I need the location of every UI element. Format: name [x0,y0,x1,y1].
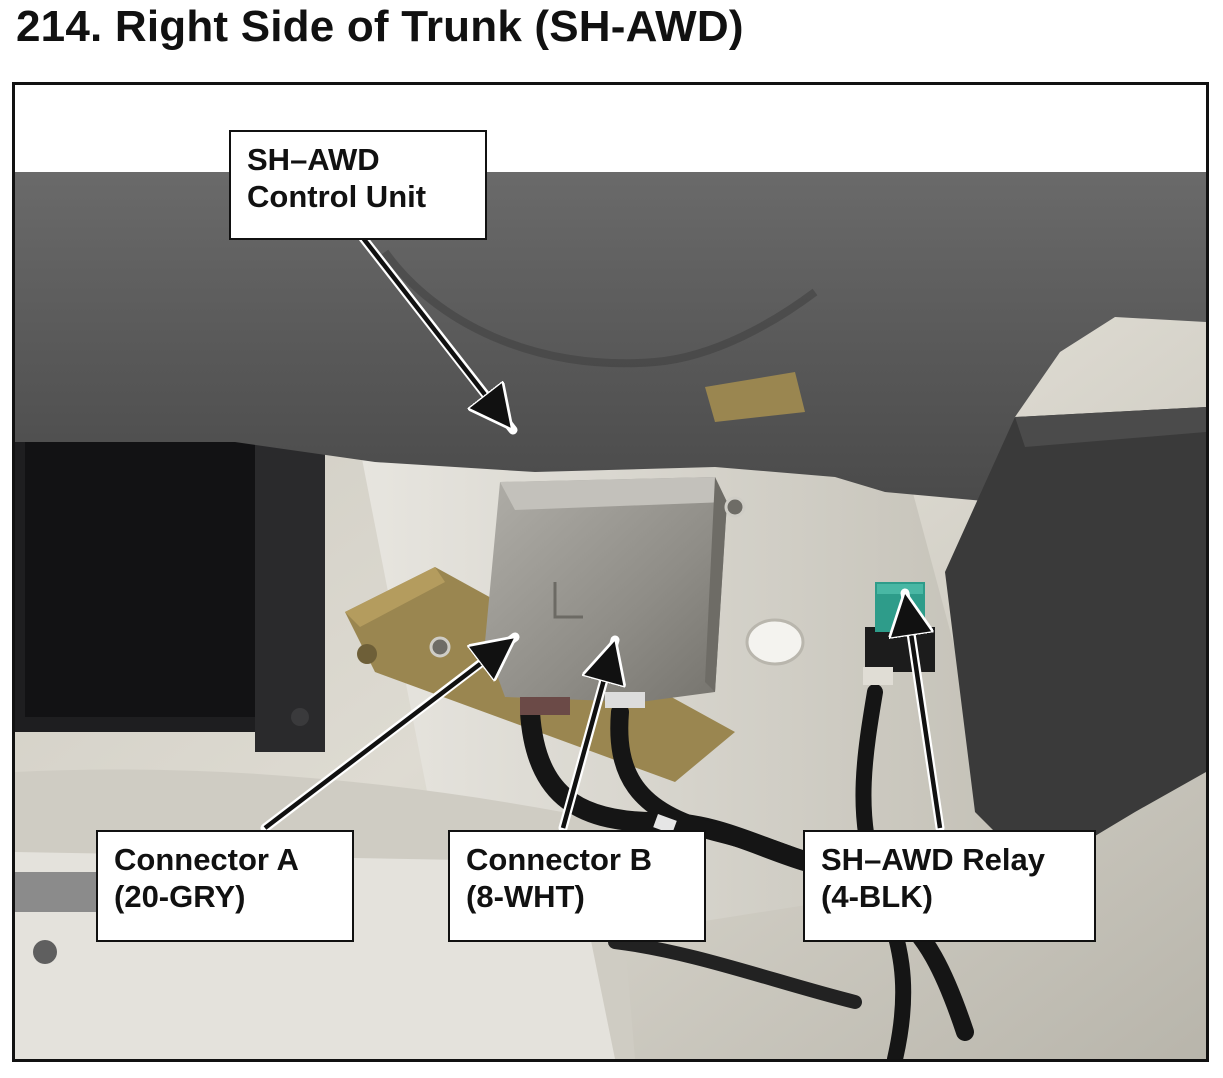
callout-connector-a-line1: Connector A [114,842,299,877]
callout-control-unit-line1: SH–AWD [247,142,380,177]
callout-connector-a-line2: (20-GRY) [114,878,246,914]
callout-connector-b-line1: Connector B [466,842,652,877]
callout-connector-a: Connector A (20-GRY) [96,830,354,942]
callout-relay: SH–AWD Relay (4-BLK) [803,830,1096,942]
callout-control-unit-line2: Control Unit [247,178,427,214]
figure-frame: SH–AWD Control Unit Connector A (20-GRY)… [12,82,1209,1062]
callout-relay-line2: (4-BLK) [821,878,933,914]
callout-connector-b: Connector B (8-WHT) [448,830,706,942]
callout-relay-line1: SH–AWD Relay [821,842,1045,877]
callout-control-unit: SH–AWD Control Unit [229,130,487,240]
page-title: 214. Right Side of Trunk (SH-AWD) [16,2,744,51]
callout-connector-b-line2: (8-WHT) [466,878,585,914]
